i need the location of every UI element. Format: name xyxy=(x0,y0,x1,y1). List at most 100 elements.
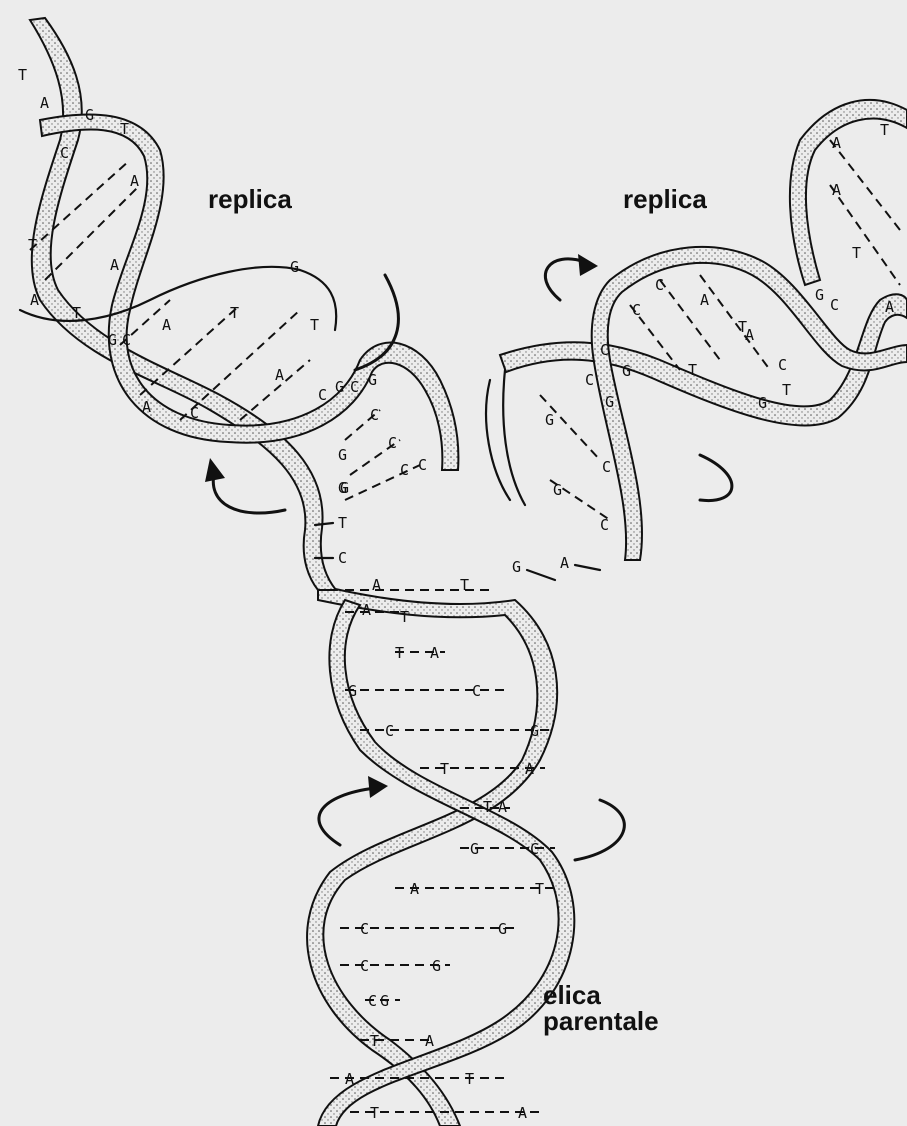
left-base: T xyxy=(310,316,319,334)
parental-base: C xyxy=(360,957,369,975)
parental-base: C xyxy=(385,722,394,740)
right-base: A xyxy=(832,181,841,199)
right-replica-helix: C A A T T A G C A T C A T G C T C G C G … xyxy=(486,100,907,580)
rotation-arrow-parent-left xyxy=(319,788,375,845)
left-base: A xyxy=(40,94,49,112)
right-replica-backbone-2 xyxy=(503,370,525,505)
rotation-arrows xyxy=(205,254,732,860)
parental-base: G xyxy=(380,992,389,1010)
left-base: G xyxy=(368,371,377,389)
right-replica-backbone xyxy=(486,380,510,500)
right-base: G xyxy=(512,558,521,576)
parental-base: C xyxy=(368,992,377,1010)
parental-base: C xyxy=(360,920,369,938)
left-base: C xyxy=(338,549,347,567)
arrowhead-parent-left xyxy=(368,776,388,798)
right-replica-strand-3 xyxy=(790,100,907,285)
left-base: T xyxy=(120,120,129,138)
parental-base: A xyxy=(410,880,419,898)
left-base: A xyxy=(110,256,119,274)
parental-base: G xyxy=(530,722,539,740)
parental-helix-label-line1: elica xyxy=(543,982,601,1008)
right-base: G xyxy=(622,362,631,380)
parental-base: T xyxy=(370,1104,379,1122)
parental-base: G xyxy=(348,682,357,700)
right-base: G xyxy=(545,411,554,429)
left-base: G xyxy=(338,446,347,464)
left-base: T xyxy=(18,66,27,84)
right-base: A xyxy=(885,298,894,316)
parental-base: A xyxy=(362,601,371,619)
right-base: G xyxy=(605,393,614,411)
parental-base: G xyxy=(432,957,441,975)
right-single-tick xyxy=(575,565,600,570)
parental-base: G xyxy=(470,840,479,858)
right-base: A xyxy=(832,134,841,152)
rotation-arrow-left-bottom xyxy=(213,470,285,513)
left-base: C xyxy=(122,331,131,349)
parental-base: A xyxy=(518,1104,527,1122)
right-base: C xyxy=(830,296,839,314)
right-single-tick xyxy=(527,570,555,580)
parental-base: A xyxy=(430,644,439,662)
left-base: A xyxy=(130,172,139,190)
left-base: G xyxy=(335,378,344,396)
left-base: C xyxy=(350,378,359,396)
parental-base: T xyxy=(400,608,409,626)
right-base: T xyxy=(852,244,861,262)
left-base: T xyxy=(72,304,81,322)
right-base: A xyxy=(700,291,709,309)
left-base: C xyxy=(400,461,409,479)
arrowhead-right-top xyxy=(578,254,598,276)
parental-base: T xyxy=(465,1070,474,1088)
left-base: C xyxy=(190,404,199,422)
parental-base: A xyxy=(372,576,381,594)
right-base: C xyxy=(632,301,641,319)
parental-base: A xyxy=(425,1032,434,1050)
rotation-arrow-right-bottom xyxy=(700,455,732,501)
parental-base: T xyxy=(395,644,404,662)
parental-base: C xyxy=(530,840,539,858)
right-base: G xyxy=(758,394,767,412)
left-base: A xyxy=(30,291,39,309)
rotation-arrow-parent-right xyxy=(575,800,624,860)
left-base: C xyxy=(60,144,69,162)
right-base: A xyxy=(745,326,754,344)
left-base: A xyxy=(275,366,284,384)
left-replica-backbone xyxy=(20,267,336,330)
left-base: G xyxy=(108,331,117,349)
left-base: A xyxy=(142,398,151,416)
left-replica-helix: T A G C T A T A A T G C A T G C A T A C … xyxy=(18,18,458,590)
parental-base: T xyxy=(440,760,449,778)
left-base: G xyxy=(290,258,299,276)
parental-helix-label-line2: parentale xyxy=(543,1008,659,1034)
parental-base: A xyxy=(498,798,507,816)
right-base: G xyxy=(553,481,562,499)
parental-base: T xyxy=(460,576,469,594)
right-base: T xyxy=(880,121,889,139)
parental-base: C xyxy=(472,682,481,700)
right-base: C xyxy=(600,341,609,359)
left-base: T xyxy=(28,236,37,254)
left-base: C xyxy=(318,386,327,404)
right-base: G xyxy=(815,286,824,304)
left-base: A xyxy=(162,316,171,334)
left-base: G xyxy=(85,106,94,124)
arrowhead-left-bottom xyxy=(205,458,225,482)
right-base: C xyxy=(778,356,787,374)
right-pair-2 xyxy=(700,275,770,370)
parental-base: A xyxy=(345,1070,354,1088)
right-pair-1 xyxy=(660,280,720,360)
parental-base: T xyxy=(370,1032,379,1050)
left-replica-label: replica xyxy=(208,186,292,212)
right-base: T xyxy=(782,381,791,399)
left-base: G xyxy=(340,479,349,497)
parental-base: G xyxy=(498,920,507,938)
right-base: T xyxy=(688,361,697,379)
right-base: C xyxy=(585,371,594,389)
right-base: A xyxy=(560,554,569,572)
right-replica-label: replica xyxy=(623,186,707,212)
parental-helix: A T A T T A G C C G T A T A G C A T C G … xyxy=(307,576,574,1126)
right-base: C xyxy=(655,276,664,294)
